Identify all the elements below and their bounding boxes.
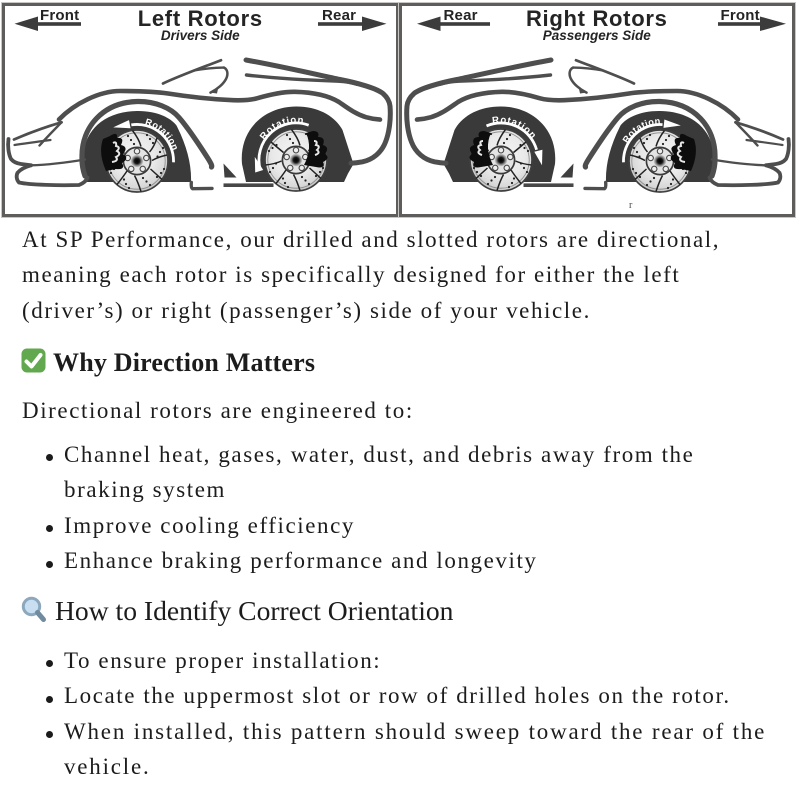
svg-text:r: r	[629, 200, 633, 211]
